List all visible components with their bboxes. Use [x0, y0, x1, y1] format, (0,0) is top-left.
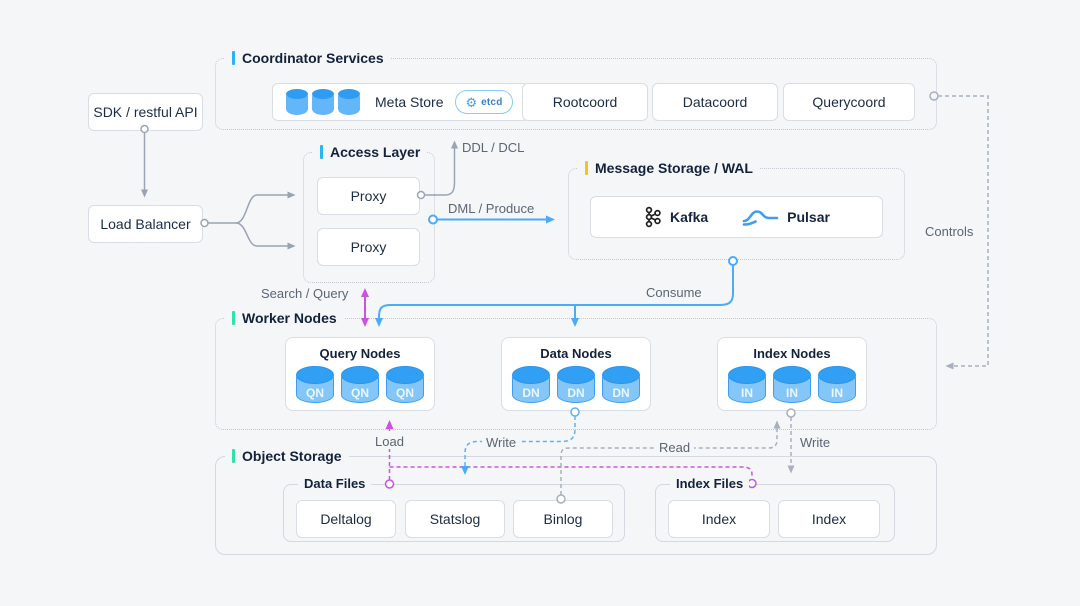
data-node-cylinder: DN — [512, 366, 550, 403]
search-query-label: Search / Query — [261, 286, 349, 301]
accent-bar — [320, 145, 323, 159]
write-data-label: Write — [482, 435, 521, 450]
message-storage-title: Message Storage / WAL — [578, 160, 760, 176]
query-node-cylinder: QN — [296, 366, 334, 403]
data-nodes-group: Data Nodes DN DN DN — [501, 337, 651, 411]
kafka-icon — [645, 206, 661, 228]
dml-produce-label: DML / Produce — [448, 201, 535, 216]
proxy-node-2: Proxy — [317, 228, 420, 266]
accent-bar — [232, 449, 235, 463]
index-node-cylinder: IN — [773, 366, 811, 403]
data-files-title: Data Files — [298, 476, 372, 491]
accent-bar — [585, 161, 588, 175]
datacoord-node: Datacoord — [652, 83, 778, 121]
consume-label: Consume — [646, 285, 702, 300]
pulsar-engine: Pulsar — [742, 207, 830, 227]
access-layer-title: Access Layer — [313, 144, 428, 160]
index-file-node-2: Index — [778, 500, 880, 538]
ddl-dcl-label: DDL / DCL — [462, 140, 525, 155]
kafka-engine: Kafka — [643, 206, 708, 228]
querycoord-node: Querycoord — [783, 83, 915, 121]
index-node-cylinder: IN — [818, 366, 856, 403]
database-icon — [312, 89, 334, 115]
database-icon — [338, 89, 360, 115]
meta-store-node: Meta Store ⚙ etcd — [272, 83, 529, 121]
deltalog-node: Deltalog — [296, 500, 396, 538]
accent-bar — [232, 51, 235, 65]
etcd-icon: ⚙ — [465, 94, 478, 110]
proxy-node-1: Proxy — [317, 177, 420, 215]
query-node-cylinder: QN — [386, 366, 424, 403]
statslog-node: Statslog — [405, 500, 505, 538]
coordinator-services-title: Coordinator Services — [225, 50, 391, 66]
binlog-node: Binlog — [513, 500, 613, 538]
worker-nodes-title: Worker Nodes — [225, 310, 344, 326]
query-nodes-group: Query Nodes QN QN QN — [285, 337, 435, 411]
index-nodes-group: Index Nodes IN IN IN — [717, 337, 867, 411]
load-balancer-node: Load Balancer — [88, 205, 203, 243]
load-label: Load — [371, 434, 408, 449]
read-label: Read — [655, 440, 695, 455]
pulsar-icon — [742, 210, 779, 226]
meta-store-label: Meta Store — [375, 94, 444, 110]
database-icon — [286, 89, 308, 115]
index-node-cylinder: IN — [728, 366, 766, 403]
controls-label: Controls — [925, 224, 974, 239]
loadbalancer-to-proxy-arrows — [208, 191, 296, 250]
index-files-title: Index Files — [670, 476, 750, 491]
query-node-cylinder: QN — [341, 366, 379, 403]
data-node-cylinder: DN — [602, 366, 640, 403]
log-broker-node: Kafka Pulsar — [590, 196, 883, 238]
rootcoord-node: Rootcoord — [522, 83, 648, 121]
index-file-node-1: Index — [668, 500, 770, 538]
sdk-api-node: SDK / restful API — [88, 93, 203, 131]
object-storage-title: Object Storage — [225, 448, 349, 464]
write-index-label: Write — [796, 435, 835, 450]
data-node-cylinder: DN — [557, 366, 595, 403]
accent-bar — [232, 311, 235, 325]
meta-store-db-icons — [286, 89, 360, 115]
data-files-box — [283, 484, 625, 542]
etcd-badge: ⚙ etcd — [455, 90, 513, 114]
